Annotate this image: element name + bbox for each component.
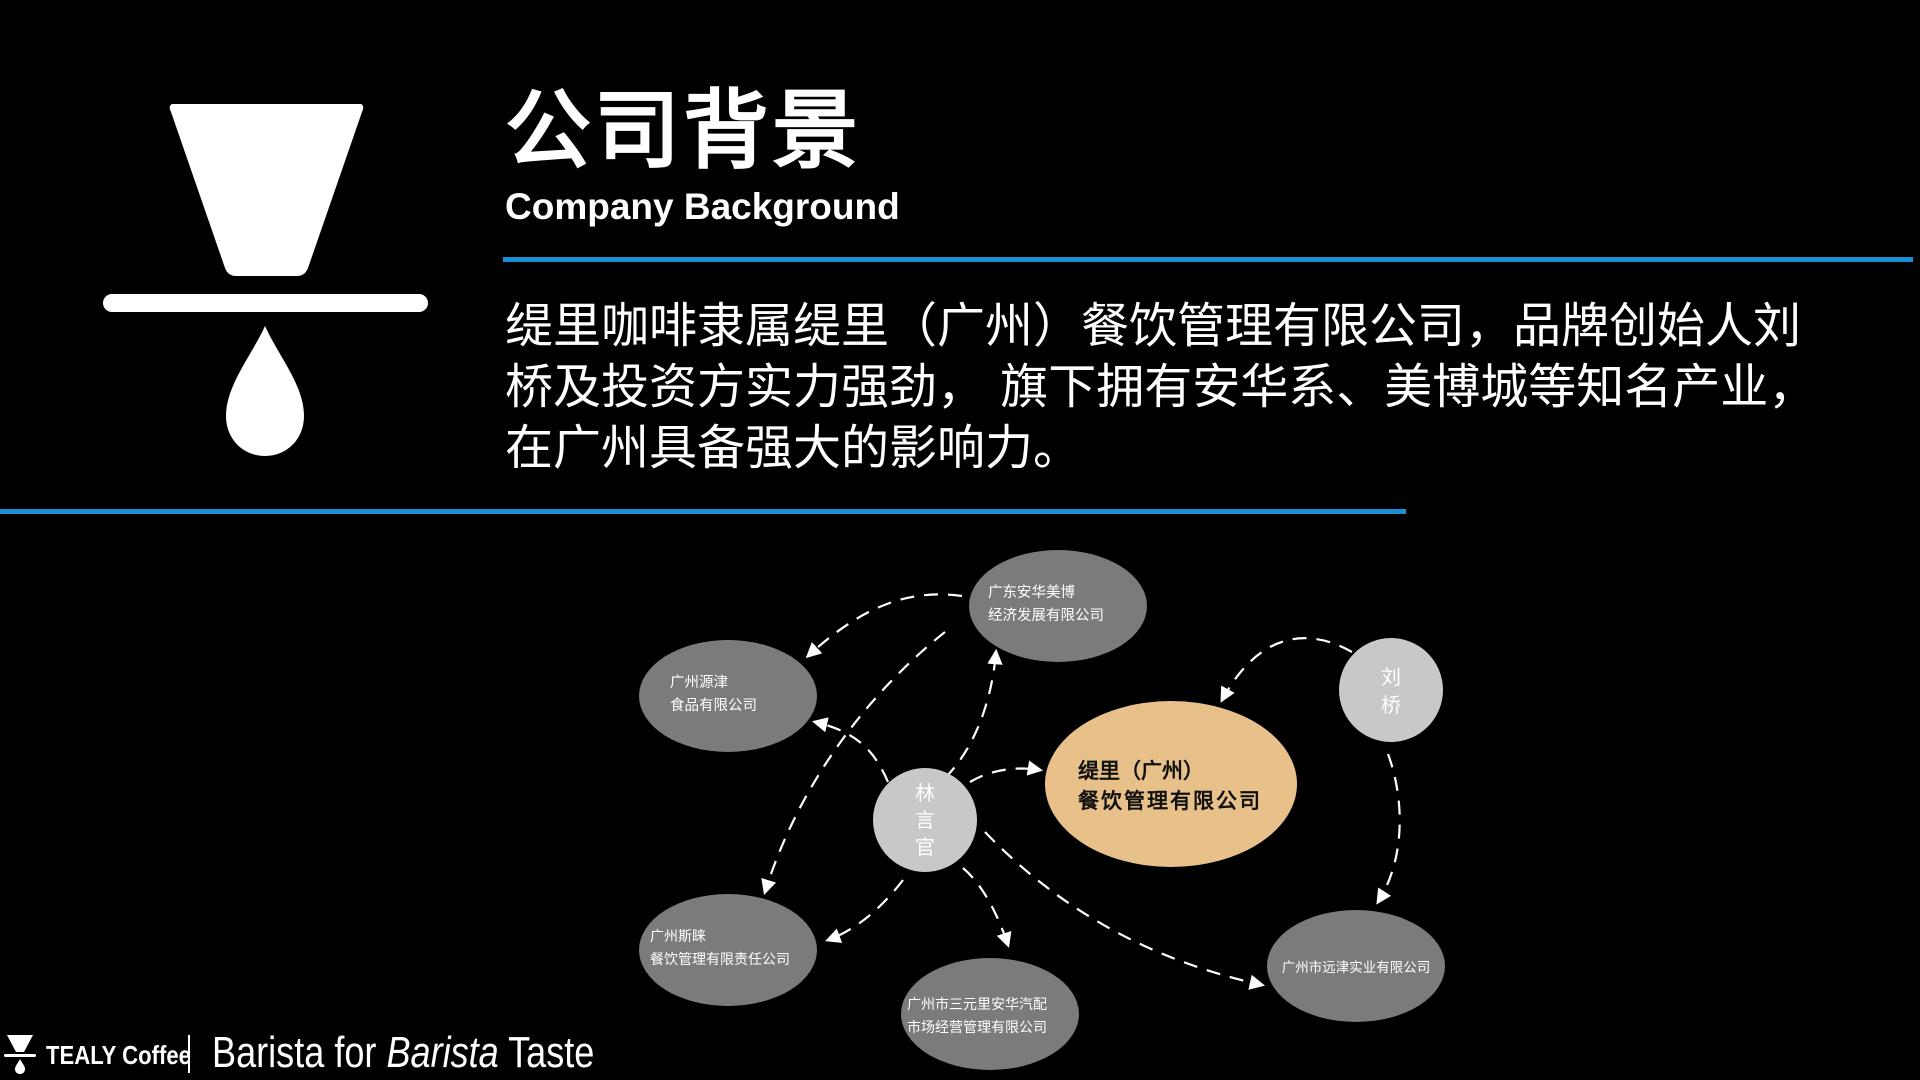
node-sixiao-catering — [639, 894, 817, 1006]
divider-bottom — [0, 509, 1406, 514]
tagline-part: Barista for — [212, 1028, 387, 1077]
footer-brand-name: TEALY Coffee — [46, 1040, 191, 1070]
node-tealy-guangzhou — [1045, 701, 1297, 867]
node-yuanjin-food-label: 广州源津 — [670, 674, 728, 691]
node-tealy-guangzhou-label: 缇里（广州） — [1078, 759, 1204, 783]
description-line: 桥及投资方实力强劲， 旗下拥有安华系、美博城等知名产业， — [505, 359, 1817, 415]
node-yuanjin-industrial — [1267, 910, 1445, 1022]
node-yuanjin-industrial-label: 广州市远津实业有限公司 — [1282, 959, 1431, 976]
node-yuanjin-food-label: 食品有限公司 — [670, 697, 757, 714]
divider-top — [503, 257, 1913, 262]
description-line: 缇里咖啡隶属缇里（广州）餐饮管理有限公司，品牌创始人刘 — [505, 298, 1802, 354]
connector-guangdong-to-sixiao — [761, 631, 946, 895]
node-person-lin-yanguan — [873, 768, 977, 872]
page-title: 公司背景 — [505, 81, 861, 181]
node-person-lin-yanguan-label: 林 — [915, 781, 935, 805]
connector-lin-to-guangdong — [944, 648, 1003, 779]
node-guangdong-anhua — [969, 550, 1147, 662]
node-sixiao-catering-label: 广州斯睐 — [650, 929, 706, 945]
connector-liu-to-center — [1220, 637, 1353, 703]
footer: TEALY Coffee Barista for Barista Taste — [0, 1026, 700, 1080]
node-tealy-guangzhou-label: 餐饮管理有限公司 — [1078, 789, 1262, 813]
coffee-dripper-icon — [103, 104, 428, 456]
node-person-lin-yanguan-label: 言 — [915, 808, 935, 832]
node-guangdong-anhua-label: 经济发展有限公司 — [988, 607, 1104, 624]
node-person-liu-qiao-label: 桥 — [1381, 693, 1401, 717]
footer-separator — [188, 1035, 190, 1073]
coffee-dripper-icon — [4, 1035, 36, 1074]
connector-lin-to-center — [969, 760, 1044, 783]
tagline-part: Taste — [498, 1028, 595, 1077]
connector-lin-to-sixiao — [825, 879, 904, 943]
connector-lin-to-yuanjin2 — [984, 831, 1266, 990]
node-person-lin-yanguan-label: 官 — [915, 835, 935, 859]
description-line: 在广州具备强大的影响力。 — [505, 420, 1082, 476]
tagline-italic: Barista — [386, 1028, 499, 1077]
node-guangdong-anhua-label: 广东安华美博 — [988, 584, 1075, 601]
node-sanyuanli-market — [901, 958, 1079, 1070]
page-subtitle: Company Background — [505, 186, 900, 227]
node-sixiao-catering-label: 餐饮管理有限责任公司 — [650, 952, 790, 968]
footer-tagline: Barista for Barista Taste — [212, 1028, 594, 1078]
connector-guangdong-to-yuanjin — [805, 593, 963, 659]
connector-lin-to-yuanjin — [812, 717, 890, 783]
node-yuanjin-food — [639, 640, 817, 752]
node-person-liu-qiao-label: 刘 — [1381, 665, 1401, 689]
company-description: 缇里咖啡隶属缇里（广州）餐饮管理有限公司，品牌创始人刘 桥及投资方实力强劲， 旗… — [505, 296, 1845, 479]
node-person-liu-qiao — [1339, 638, 1443, 742]
connector-lin-to-sanyuanli — [962, 867, 1012, 948]
node-sanyuanli-market-label: 广州市三元里安华汽配 — [907, 996, 1047, 1013]
connector-liu-to-yuanjin2 — [1376, 753, 1401, 905]
node-sanyuanli-market-label: 市场经营管理有限公司 — [907, 1019, 1047, 1036]
